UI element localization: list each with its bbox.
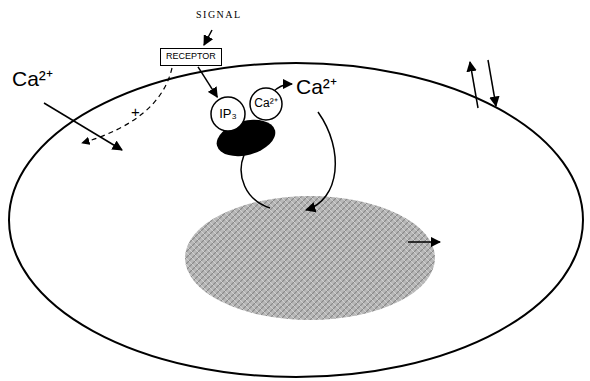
calcium-label: Ca²⁺	[296, 76, 337, 97]
ip3-circle: IP₃	[210, 96, 246, 132]
calcium-influx-arrow	[44, 103, 122, 150]
plus-sign: +	[131, 104, 140, 119]
signal-label: SIGNAL	[196, 10, 242, 20]
signal-arrow	[198, 67, 217, 97]
node-text: IP₃	[219, 107, 237, 121]
node-text: RECEPTOR	[166, 52, 216, 62]
node-text: Ca²⁺	[254, 97, 277, 110]
dashed-stimulation-arrow	[82, 68, 172, 143]
nucleus	[185, 196, 435, 320]
reuptake-arrow	[306, 112, 335, 210]
calcium-label: Ca²⁺	[12, 68, 53, 89]
influx-arrow	[488, 60, 496, 106]
efflux-arrow	[470, 62, 478, 108]
signal-arrow	[204, 30, 212, 45]
receptor-box: RECEPTOR	[160, 48, 222, 66]
cell-membrane	[9, 63, 583, 377]
nucleus-arrow	[408, 241, 440, 243]
store-link	[241, 155, 270, 208]
calcium-circle: Ca²⁺	[249, 87, 283, 121]
